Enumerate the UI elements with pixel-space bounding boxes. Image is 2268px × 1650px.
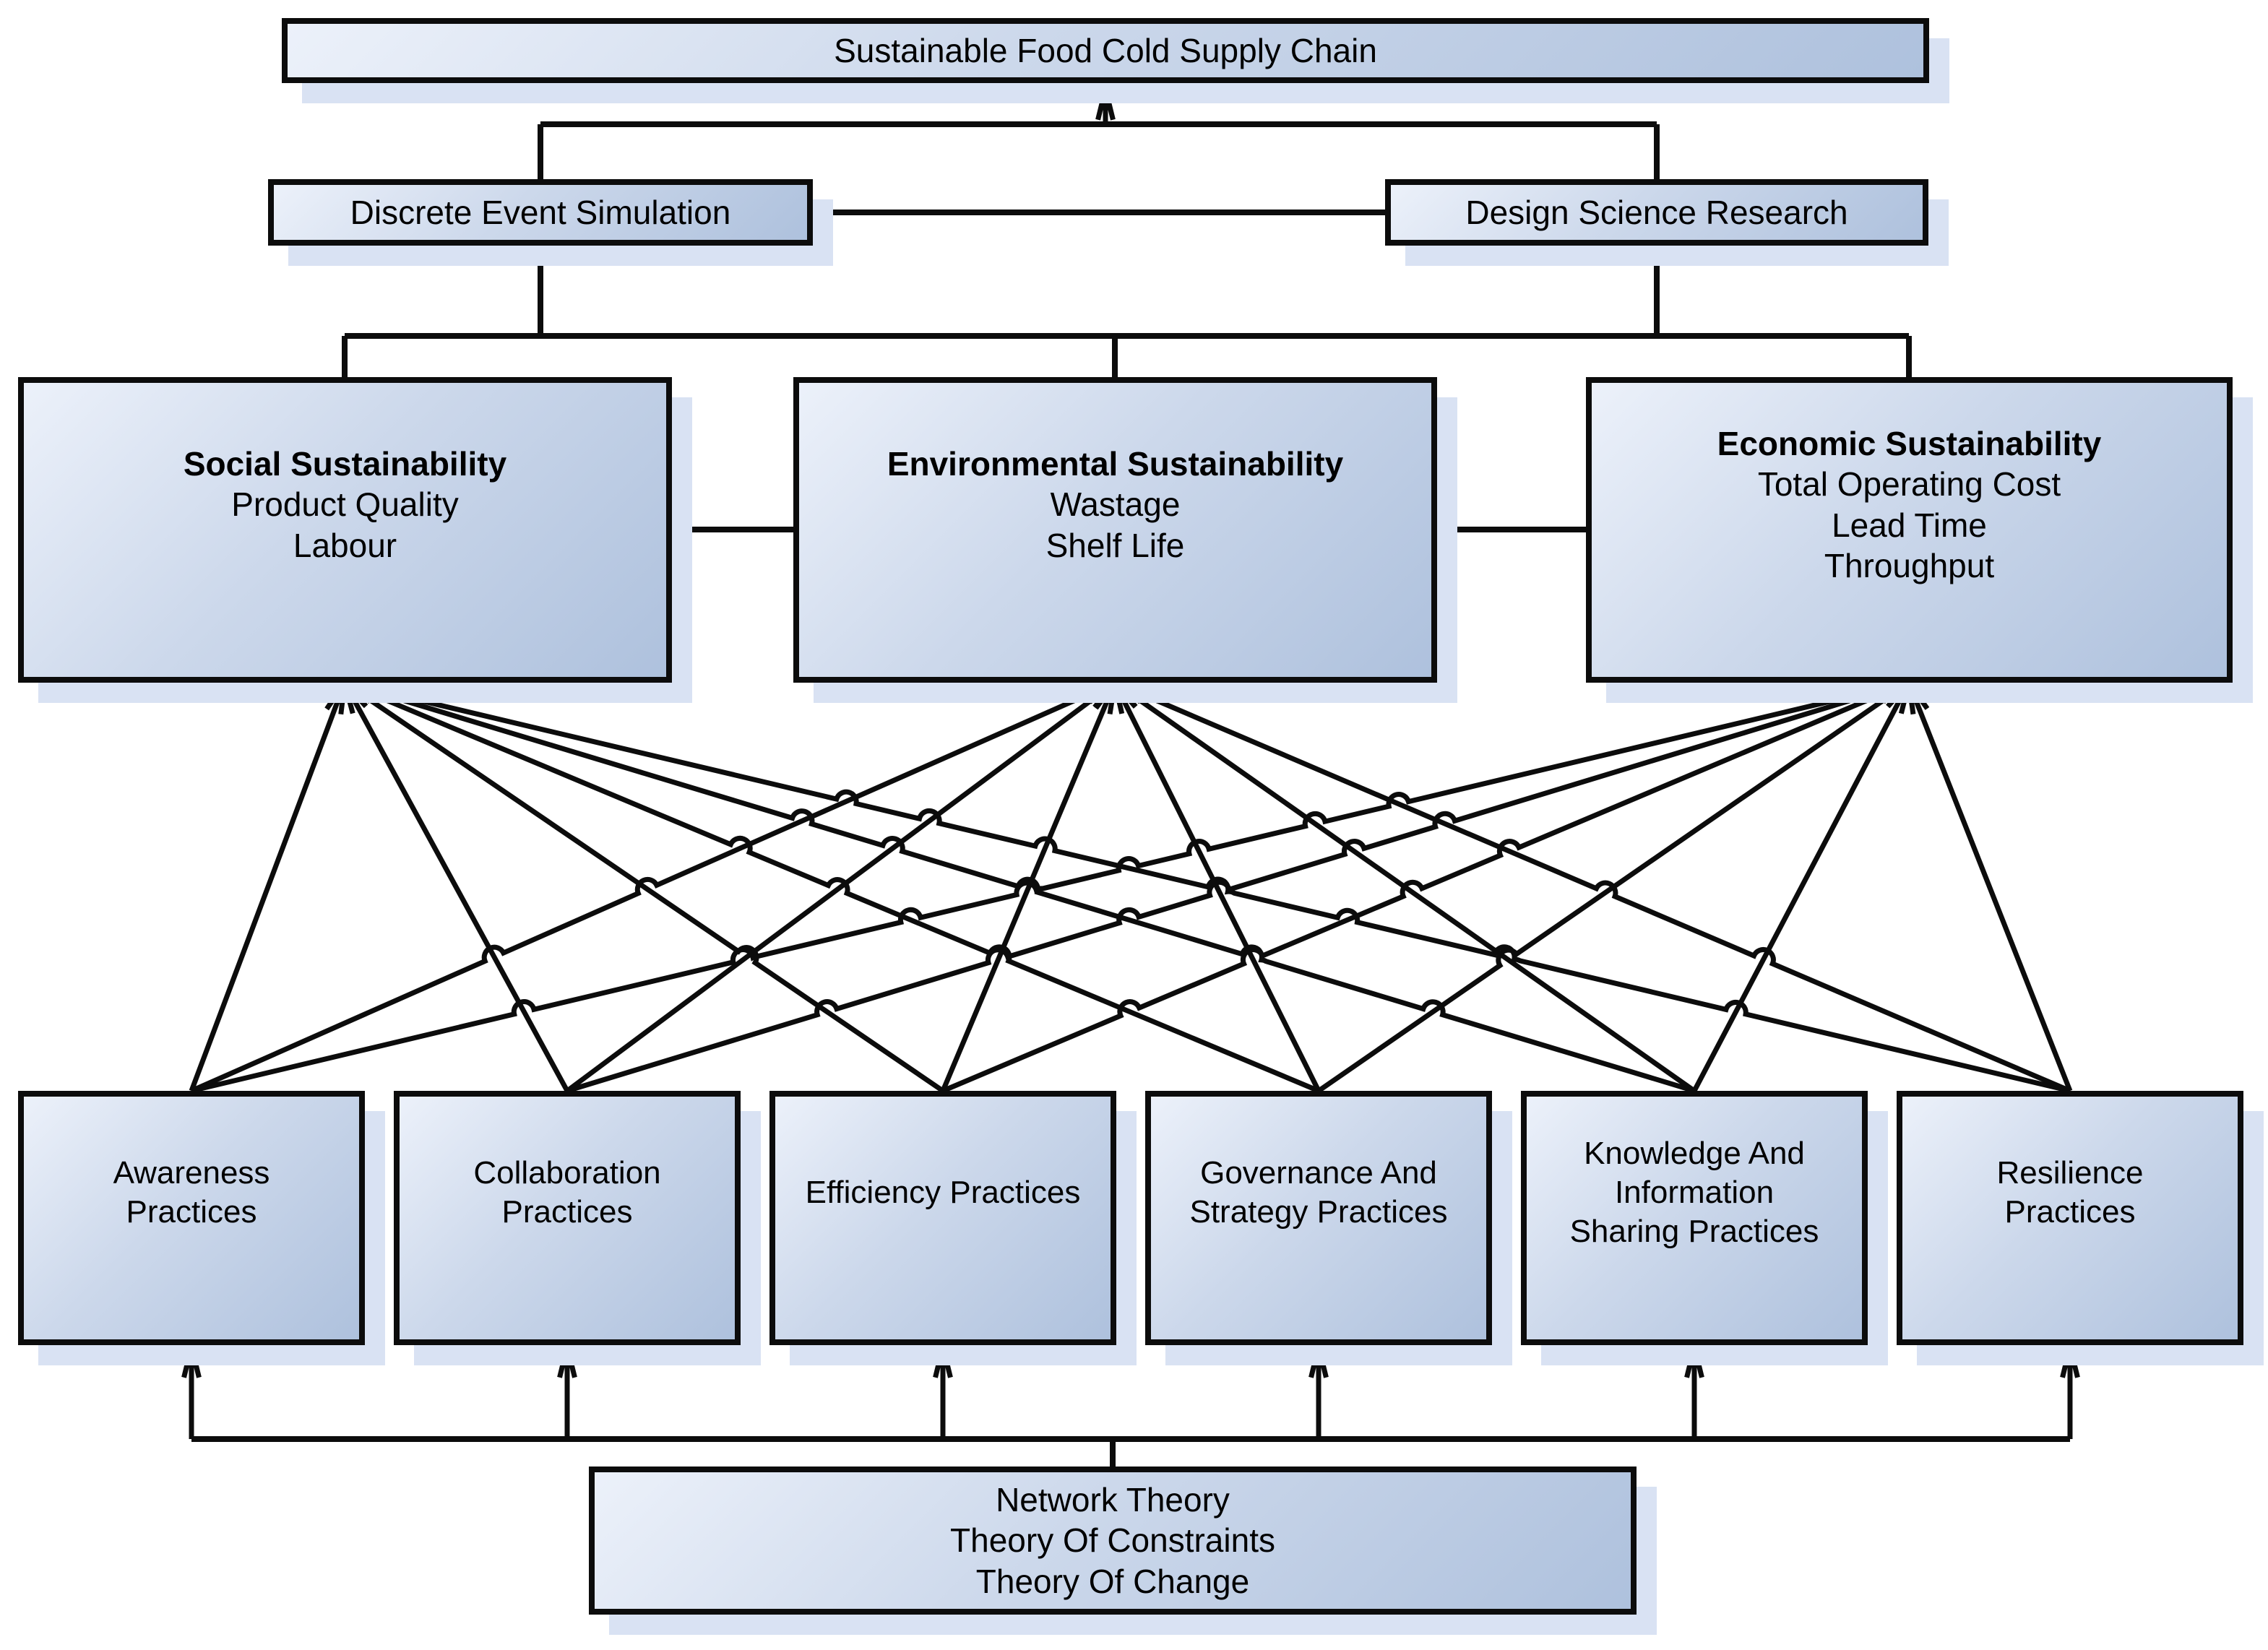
connector-line <box>343 680 1696 1094</box>
connector-line <box>941 680 1910 1094</box>
text-line: Practices <box>126 1194 257 1230</box>
connector-line <box>343 681 944 1093</box>
connector-line <box>190 680 1116 1094</box>
text-line: Resilience <box>1996 1155 2144 1191</box>
text-line: Theory Of Change <box>975 1562 1250 1600</box>
connector-line <box>1691 681 1912 1092</box>
connector-line <box>1112 681 1321 1092</box>
text-line: Sharing Practices <box>1569 1213 1819 1249</box>
connector-line <box>189 681 348 1092</box>
connector-line <box>1906 681 1930 715</box>
connector-line <box>1308 1346 1329 1378</box>
connector-line <box>2060 1346 2080 1378</box>
connector-line <box>940 681 1118 1092</box>
text-line: Awareness <box>113 1155 270 1191</box>
connector-line <box>181 1346 202 1378</box>
connector-line <box>191 680 1910 1094</box>
top-box-sustainable-food-cold-supply-chain: Sustainable Food Cold Supply Chain <box>282 18 1929 83</box>
text-line: Efficiency Practices <box>805 1175 1081 1211</box>
text-line: Product Quality <box>231 485 459 524</box>
box-economic-sustainability: Economic Sustainability Total Operating … <box>1586 377 2233 683</box>
connector-line <box>565 681 1117 1093</box>
connector-line <box>344 680 2071 1094</box>
connector-line <box>1317 681 1910 1093</box>
top-box-label: Sustainable Food Cold Supply Chain <box>834 31 1377 69</box>
text-line: Network Theory <box>996 1481 1230 1519</box>
text-line: Information <box>1614 1175 1775 1211</box>
connector-line <box>557 1346 577 1378</box>
connector-line <box>933 1346 953 1378</box>
connector-line <box>342 681 570 1092</box>
des-label: Discrete Event Simulation <box>350 193 731 231</box>
connector-line <box>343 680 1320 1094</box>
connector-line <box>1095 88 1116 121</box>
pillar-title: Economic Sustainability <box>1717 425 2102 463</box>
text-line: Wastage <box>1050 485 1181 524</box>
dsr-label: Design Science Research <box>1465 193 1848 231</box>
text-line: Strategy Practices <box>1189 1194 1448 1230</box>
connector-line <box>1113 680 2071 1094</box>
pillar-title: Environmental Sustainability <box>887 445 1344 483</box>
connector-line <box>1113 680 1147 704</box>
box-efficiency-practices: Efficiency Practices <box>769 1091 1116 1345</box>
pillar-title: Social Sustainability <box>183 445 507 483</box>
connector-line <box>1906 681 2073 1092</box>
text-line: Theory Of Constraints <box>950 1521 1275 1560</box>
text-line: Shelf Life <box>1045 526 1185 564</box>
connector-line <box>1684 1346 1704 1378</box>
text-line: Practices <box>2004 1194 2136 1230</box>
text-line: Throughput <box>1824 546 1995 584</box>
text-line: Knowledge And <box>1584 1136 1805 1172</box>
text-line: Collaboration <box>473 1155 661 1191</box>
box-discrete-event-simulation: Discrete Event Simulation <box>268 179 813 246</box>
text-line: Labour <box>293 526 397 564</box>
text-line: Lead Time <box>1832 506 1987 544</box>
connector-line <box>566 680 1910 1094</box>
text-line: Total Operating Cost <box>1757 465 2061 504</box>
text-line: Practices <box>501 1194 633 1230</box>
box-design-science-research: Design Science Research <box>1385 179 1928 246</box>
text-line: Governance And <box>1200 1155 1437 1191</box>
practice-label: Efficiency Practices <box>806 1173 1081 1212</box>
